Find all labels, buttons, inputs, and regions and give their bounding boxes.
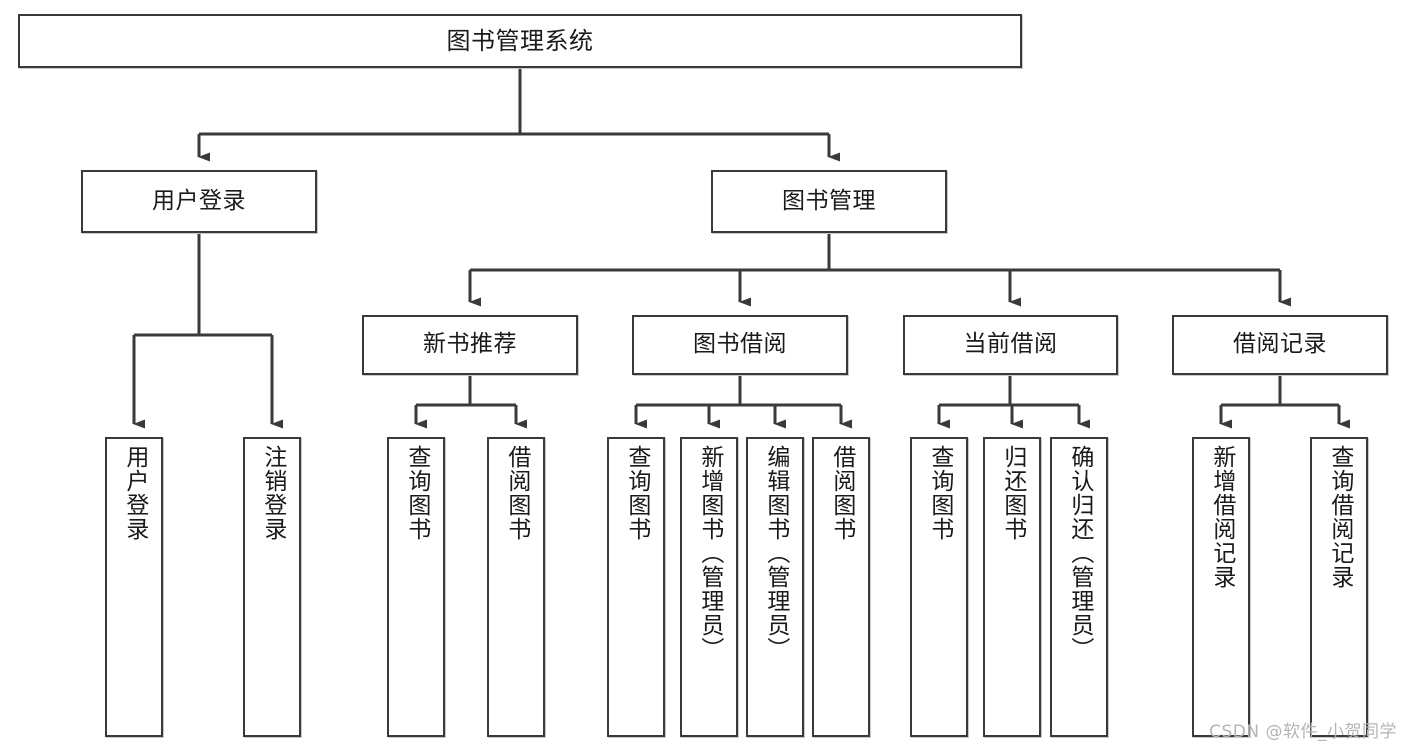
edges-userlogin-to-leaves (132, 233, 283, 429)
node-leaf-confirm-return-admin[interactable]: 确认归还（管理员） (1050, 437, 1108, 737)
node-leaf-add-borrow-record[interactable]: 新增借阅记录 (1192, 437, 1250, 737)
node-label: 新增图书（管理员） (696, 445, 723, 661)
node-leaf-user-logout[interactable]: 注销登录 (243, 437, 301, 737)
node-user-login[interactable]: 用户登录 (81, 170, 317, 233)
node-new-book-recommendation[interactable]: 新书推荐 (362, 315, 578, 375)
node-book-management[interactable]: 图书管理 (711, 170, 947, 233)
node-leaf-edit-book-admin[interactable]: 编辑图书（管理员） (746, 437, 804, 737)
node-label: 用户登录 (121, 445, 148, 541)
node-label: 借阅图书 (828, 445, 855, 541)
node-label: 注销登录 (259, 445, 286, 541)
edges-newbookrec-to-leaves (414, 375, 527, 429)
node-leaf-add-book-admin[interactable]: 新增图书（管理员） (680, 437, 738, 737)
node-label: 当前借阅 (963, 331, 1058, 358)
node-label: 编辑图书（管理员） (762, 445, 789, 661)
node-label: 查询图书 (403, 445, 430, 541)
edges-bookmanage-to-level3 (468, 233, 1291, 307)
node-leaf-user-login[interactable]: 用户登录 (105, 437, 163, 737)
node-borrowing-record[interactable]: 借阅记录 (1172, 315, 1388, 375)
node-current-borrowing[interactable]: 当前借阅 (903, 315, 1118, 375)
node-label: 归还图书 (999, 445, 1026, 541)
node-label: 查询图书 (926, 445, 953, 541)
node-label: 图书管理 (782, 187, 876, 214)
node-label: 新增借阅记录 (1208, 445, 1235, 589)
node-leaf-borrow-book[interactable]: 借阅图书 (812, 437, 870, 737)
node-leaf-query-borrow-record[interactable]: 查询借阅记录 (1310, 437, 1368, 737)
node-label: 图书借阅 (693, 331, 787, 358)
node-label: 图书管理系统 (446, 26, 594, 55)
node-book-borrowing[interactable]: 图书借阅 (632, 315, 848, 375)
node-label: 确认归还（管理员） (1066, 445, 1093, 661)
node-label: 借阅图书 (503, 445, 530, 541)
csdn-watermark: CSDN @软件_小贺同学 (1209, 722, 1397, 742)
node-label: 查询图书 (623, 445, 650, 541)
edges-root-to-level2 (197, 68, 840, 162)
node-label: 查询借阅记录 (1326, 445, 1353, 589)
edges-borrowrecord-to-leaves (1219, 375, 1350, 429)
node-label: 新书推荐 (423, 331, 517, 358)
node-label: 借阅记录 (1233, 331, 1327, 358)
node-leaf-query-book-current[interactable]: 查询图书 (910, 437, 968, 737)
node-label: 用户登录 (152, 187, 246, 214)
node-leaf-query-book-borrow[interactable]: 查询图书 (607, 437, 665, 737)
edges-currentborrow-to-leaves (937, 375, 1090, 429)
edges-bookborrow-to-leaves (634, 375, 852, 429)
node-leaf-query-book-recommend[interactable]: 查询图书 (387, 437, 445, 737)
node-leaf-return-book[interactable]: 归还图书 (983, 437, 1041, 737)
node-leaf-borrow-book-recommend[interactable]: 借阅图书 (487, 437, 545, 737)
node-root-book-management-system[interactable]: 图书管理系统 (18, 14, 1022, 68)
